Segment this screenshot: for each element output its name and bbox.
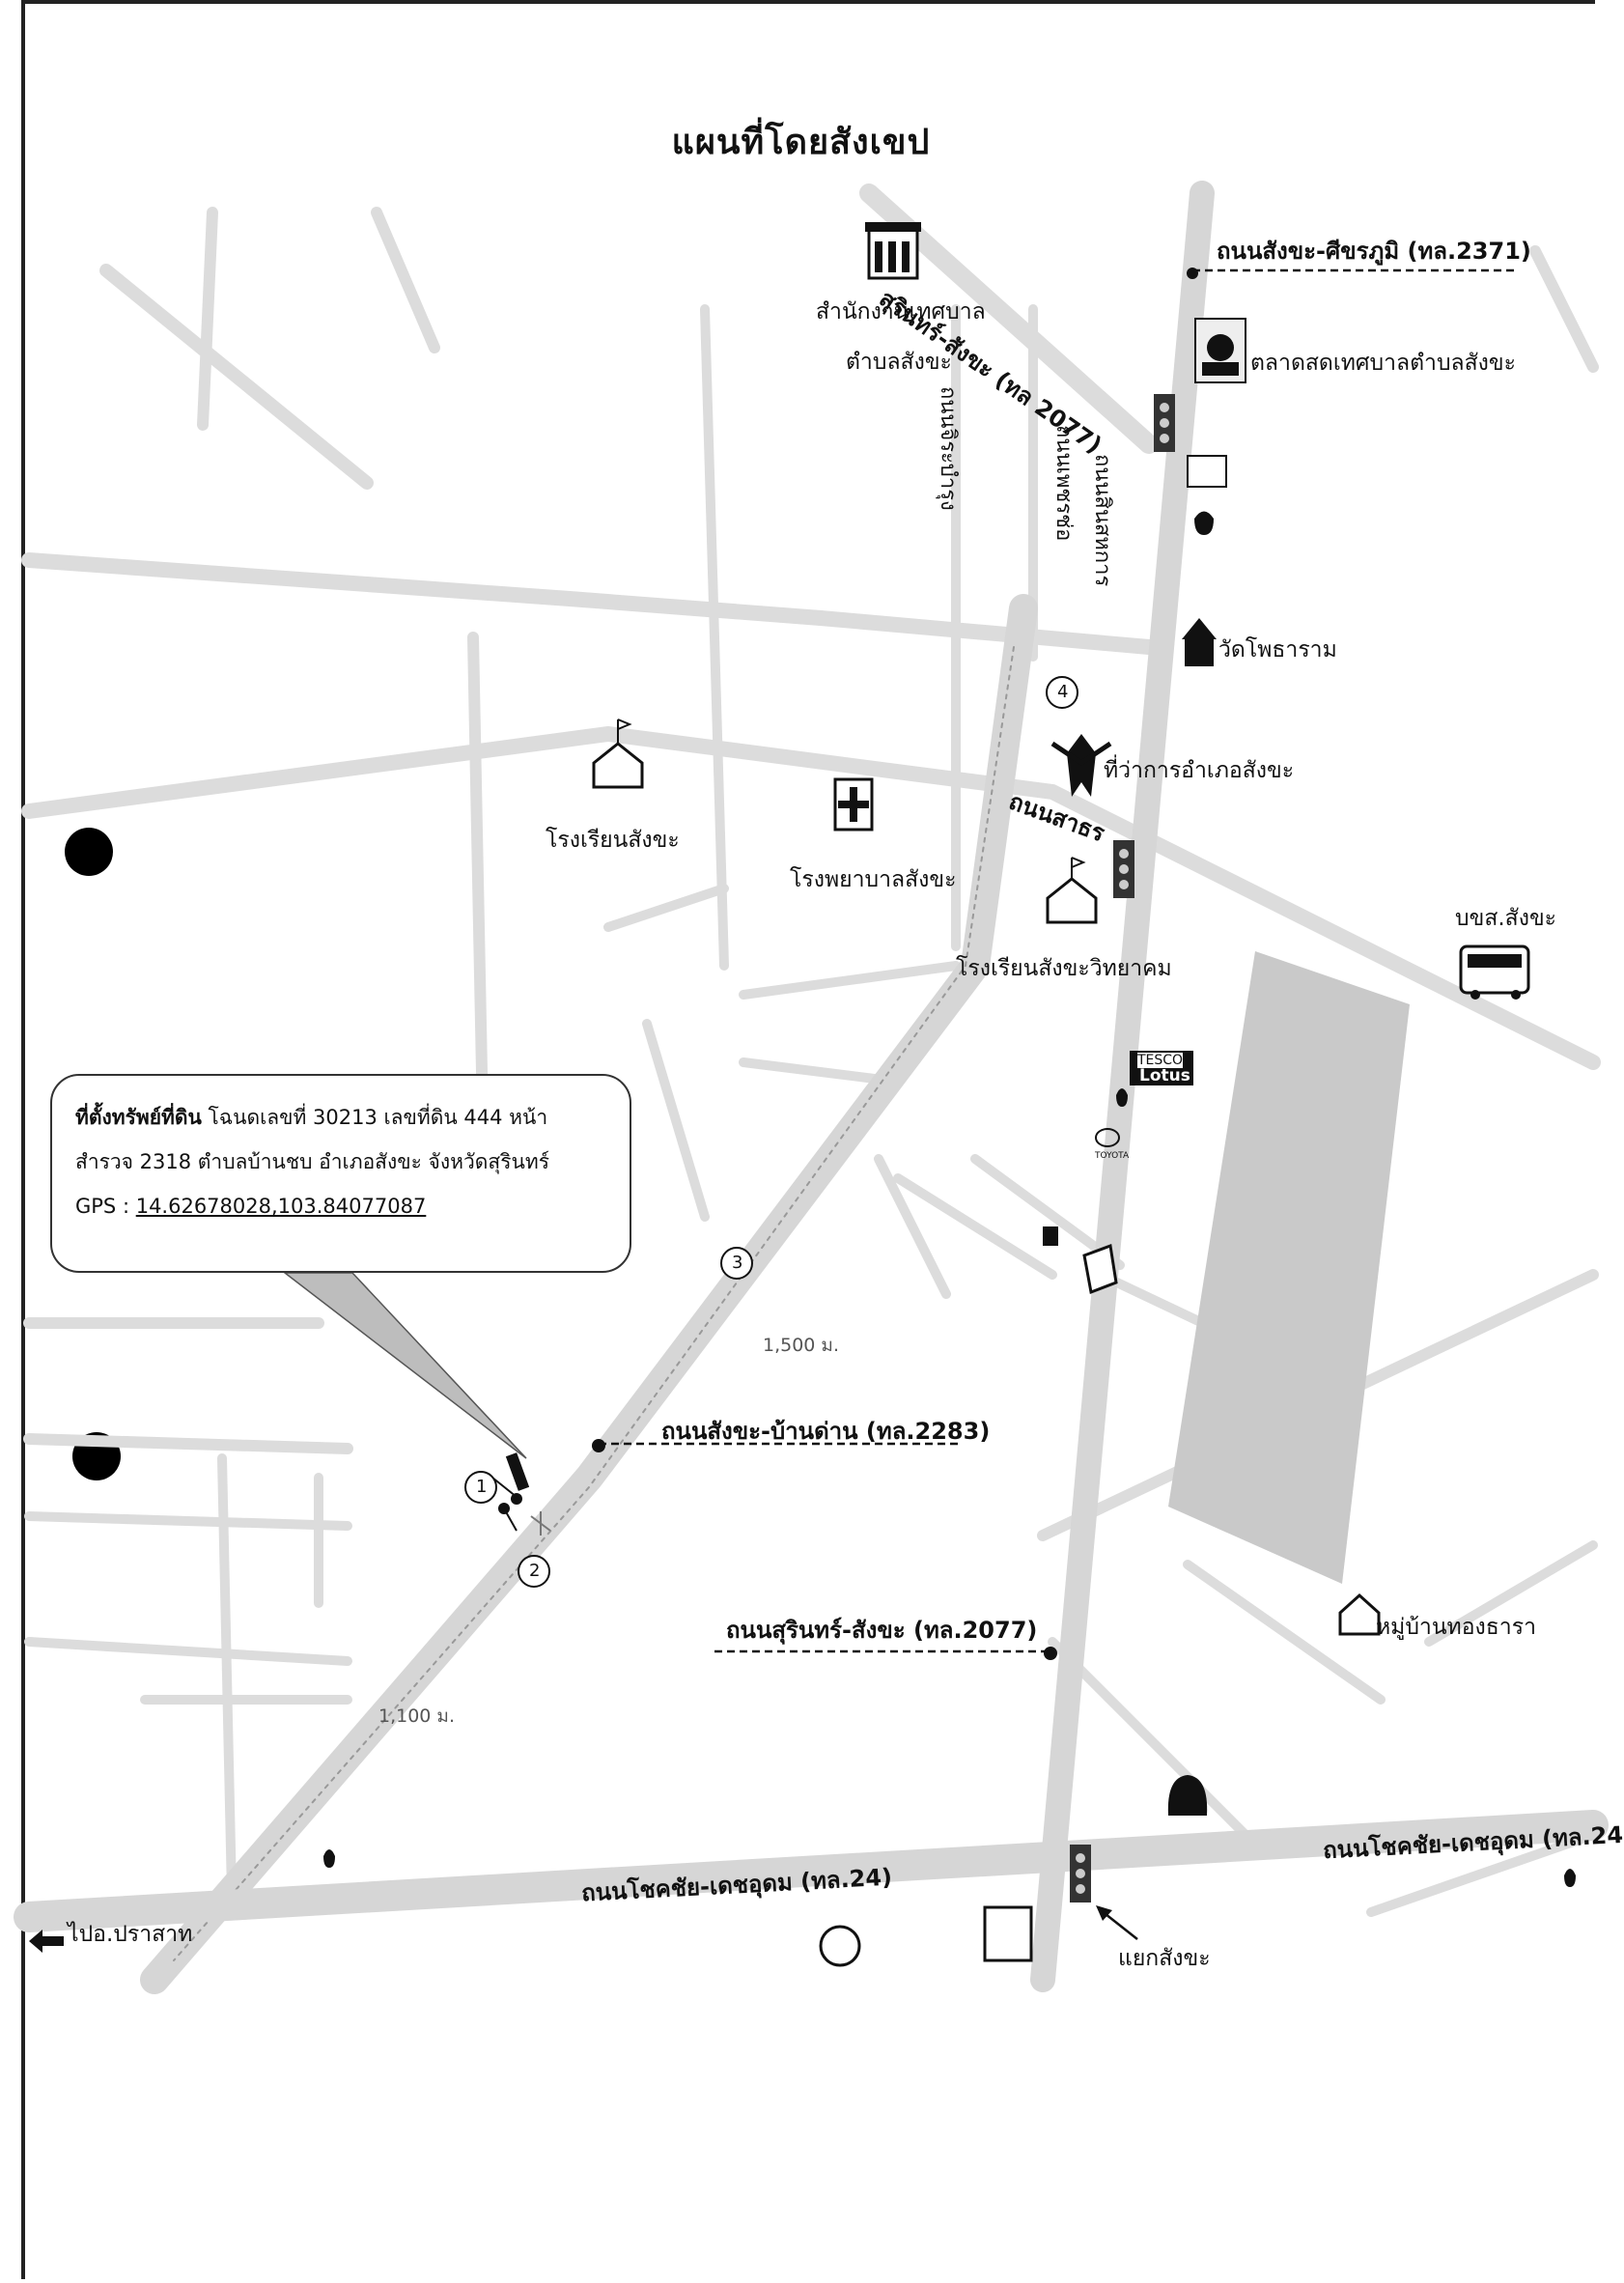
info-line-1: ที่ตั้งทรัพย์ที่ดิน โฉนดเลขที่ 30213 เลข… [75,1095,606,1140]
minor-road [813,610,1157,655]
distance-1500: 1,500 ม. [763,1335,839,1356]
label-lotus: Lotus [1139,1066,1190,1085]
road-label-sinsahakan: ถนนสินสหการ [1090,454,1114,587]
school-icon [592,719,644,789]
school-icon [1046,857,1098,924]
road-label-2283: ถนนสังขะ-บ้านด่าน (ทล.2283) [661,1418,991,1445]
info-line-3: GPS : 14.62678028,103.84077087 [75,1184,606,1228]
traffic-light-icon [1070,1845,1091,1902]
label-fresh-market: ตลาดสดเทศบาลตำบลสังขะ [1250,351,1516,376]
store-icon [1187,455,1227,488]
gps-label: GPS : [75,1195,136,1218]
minor-road [700,304,729,971]
temple-icon [1182,618,1217,666]
toyota-logo [1095,1128,1120,1147]
label-to-prasat: ไปอ.ปราสาท [68,1922,193,1947]
gps-link[interactable]: 14.62678028,103.84077087 [135,1195,427,1218]
minor-road [21,552,828,626]
municipal-building-icon [865,222,921,280]
label-hospital: โรงพยาบาลสังขะ [790,867,957,892]
hospital-icon [833,777,874,831]
road-label-2077: ถนนสุรินทร์-สังขะ (ทล.2077) [726,1617,1038,1644]
minor-road [21,725,1601,1070]
bus-icon [1459,944,1530,1000]
page-title: แผนที่โดยสังเขป [671,123,931,162]
label-toyota: TOYOTA [1095,1151,1130,1161]
arrow-left-icon [29,1930,64,1953]
label-village: หมู่บ้านทองธารา [1376,1615,1536,1640]
marker-line [491,1477,518,1532]
minor-road [467,632,489,1126]
road-sathon [140,594,1038,1994]
leader-dot [1187,268,1198,279]
cross-mark [530,1511,551,1536]
bottom-icon [819,1905,1033,1967]
house-icon [1338,1592,1381,1636]
minor-road [603,884,729,932]
label-wat: วัดโพธาราม [1218,637,1337,662]
minor-road [874,1154,951,1299]
road-label-phetchor: ถนนเพชรช่อ [1051,425,1076,542]
map-canvas [14,181,1609,1994]
page-border [21,0,1595,2279]
minor-road [893,1173,1057,1280]
minor-road [217,1453,237,1898]
road-2077-north [1030,181,1215,1992]
info-line-1-text: โฉนดเลขที่ 30213 เลขที่ดิน 444 หน้า [201,1106,548,1129]
minor-road [24,1637,352,1666]
marker-number-4: 4 [1057,682,1069,702]
minor-road [1529,245,1599,373]
distance-1100: 1,100 ม. [378,1705,455,1727]
marker-circle-4 [1046,676,1078,709]
minor-road [739,961,961,1000]
market-icon [1194,318,1246,383]
label-bus-station: บขส.สังขะ [1455,906,1557,931]
minor-road [1048,1637,1270,1859]
road-label-chira: ถนนจิระบำรุง [936,386,960,511]
marker-number-2: 2 [529,1561,541,1581]
minor-road [197,207,218,431]
minor-road [24,1511,352,1531]
info-line-2: สำรวจ 2318 ตำบลบ้านชบ อำเภอสังขะ จังหวัด… [75,1150,549,1173]
callout-pointer [282,1272,527,1459]
minor-road [1366,1830,1598,1917]
marker-circle-3 [720,1247,753,1280]
marker-circle-2 [518,1555,550,1588]
marker-number-1: 1 [476,1477,488,1497]
minor-road [23,1433,353,1454]
traffic-light-icon [1113,840,1134,898]
label-tesco: TESCO [1137,1053,1184,1068]
traffic-light-icon [1154,394,1175,452]
marker-number-3: 3 [732,1253,743,1273]
label-school-witthayakhom: โรงเรียนสังขะวิทยาคม [956,956,1172,981]
leader-dot [1044,1647,1057,1660]
label-district-office: ที่ว่าการอำเภอสังขะ [1104,758,1295,783]
marker-circle-1 [464,1471,497,1504]
minor-road [1183,1560,1386,1705]
punch-hole-top [65,828,113,876]
minor-road [1424,1540,1598,1647]
label-municipal-office-2: ตำบลสังขะ [846,350,952,375]
property-plot [505,1452,530,1491]
minor-road [642,1019,710,1222]
fuel-drop-icon [323,511,1576,1887]
shell-icon [1167,1775,1208,1816]
info-heading: ที่ตั้งทรัพย์ที่ดิน [75,1106,202,1129]
marker-dot [511,1493,522,1505]
property-info-box: ที่ตั้งทรัพย์ที่ดิน โฉนดเลขที่ 30213 เลข… [50,1074,631,1273]
shaded-area [1168,951,1410,1584]
road-label-2371: ถนนสังขะ-ศีขรภูมิ (ทล.2371) [1217,238,1531,265]
label-junction: แยกสังขะ [1118,1946,1211,1971]
bank-icon [1043,1226,1118,1295]
leader-dot [592,1439,605,1452]
label-school-sangkha: โรงเรียนสังขะ [546,828,680,853]
minor-road [99,264,374,490]
road-24 [14,1810,1609,1932]
minor-road [371,207,440,353]
garuda-icon [1050,734,1112,797]
junction-arrow-head [1096,1905,1112,1921]
label-municipal-office: สำนักงานเทศบาล [816,299,986,324]
